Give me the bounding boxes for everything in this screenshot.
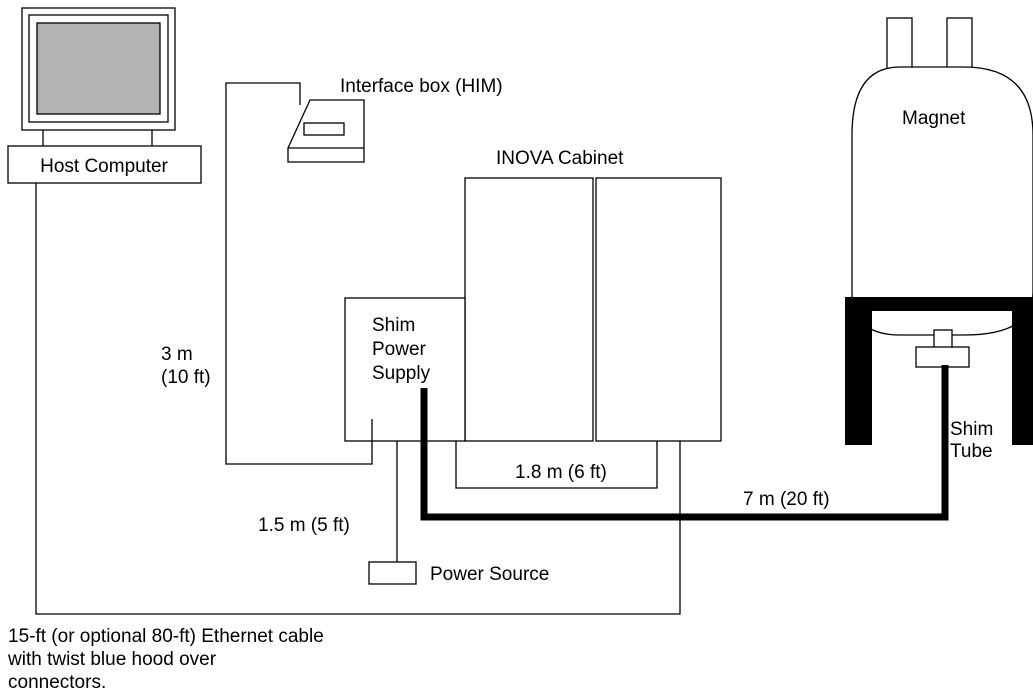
shim-tube-line-2: Tube: [950, 441, 993, 462]
host-computer: Host Computer: [7, 7, 202, 184]
interface-box-display: [303, 122, 345, 136]
magnet-top-port-left: [886, 17, 913, 74]
inova-cabinet: INOVA Cabinet: [464, 148, 722, 442]
cabinet-cable-length-label: 1.8 m (6 ft): [515, 462, 607, 483]
shim-tube-connector: [915, 346, 970, 368]
shim-power-supply: Shim Power Supply: [344, 297, 466, 442]
shim-power-supply-line-2: Power: [372, 339, 427, 360]
ethernet-note-line-2: with twist blue hood over: [7, 649, 217, 670]
shim-tube-label: Shim Tube: [950, 419, 999, 462]
shim-power-supply-label: Shim Power Supply: [372, 315, 431, 384]
magnet-stand-right-leg: [1012, 297, 1033, 445]
magnet-stand-left-leg: [845, 297, 872, 445]
shim-power-supply-line-1: Shim: [372, 315, 415, 336]
ethernet-cable: [35, 183, 681, 615]
magnet-top-port-right: [946, 17, 973, 74]
ethernet-note-line-1: 15-ft (or optional 80-ft) Ethernet cable: [8, 626, 324, 647]
cabinet-left-section: [464, 177, 594, 442]
power-source-label: Power Source: [430, 564, 549, 585]
power-cable-length-label: 1.5 m (5 ft): [258, 515, 350, 536]
shim-tube-cable-length-label: 7 m (20 ft): [743, 489, 830, 510]
magnet-stand-top-bar: [845, 297, 1033, 311]
him-cable-length-label: 3 m (10 ft): [161, 344, 211, 388]
him-cable-length-line-2: (10 ft): [161, 367, 211, 388]
interface-box-label: Interface box (HIM): [340, 76, 503, 97]
shim-tube-neck: [933, 329, 953, 349]
monitor-screen: [36, 22, 161, 115]
power-source: Power Source: [368, 561, 549, 585]
magnet-label: Magnet: [902, 108, 966, 129]
him-cable-length-line-1: 3 m: [161, 344, 193, 365]
magnet-dewar: [851, 66, 1033, 336]
host-computer-label: Host Computer: [40, 156, 168, 177]
shim-tube-line-1: Shim: [950, 419, 993, 440]
inova-cabinet-label: INOVA Cabinet: [496, 148, 624, 169]
host-computer-box: [7, 145, 202, 184]
cabinet-right-section: [595, 177, 722, 442]
magnet: Magnet Shim Tube: [845, 17, 1033, 462]
shim-power-supply-box: [344, 297, 466, 442]
him-cable: [225, 82, 373, 465]
shim-power-supply-line-3: Supply: [372, 363, 431, 384]
shim-cable: [420, 365, 949, 521]
power-source-box: [368, 561, 417, 585]
ethernet-cable-note: 15-ft (or optional 80-ft) Ethernet cable…: [7, 626, 329, 693]
ethernet-note-line-3: connectors.: [8, 672, 106, 693]
interface-box: Interface box (HIM): [287, 76, 503, 163]
